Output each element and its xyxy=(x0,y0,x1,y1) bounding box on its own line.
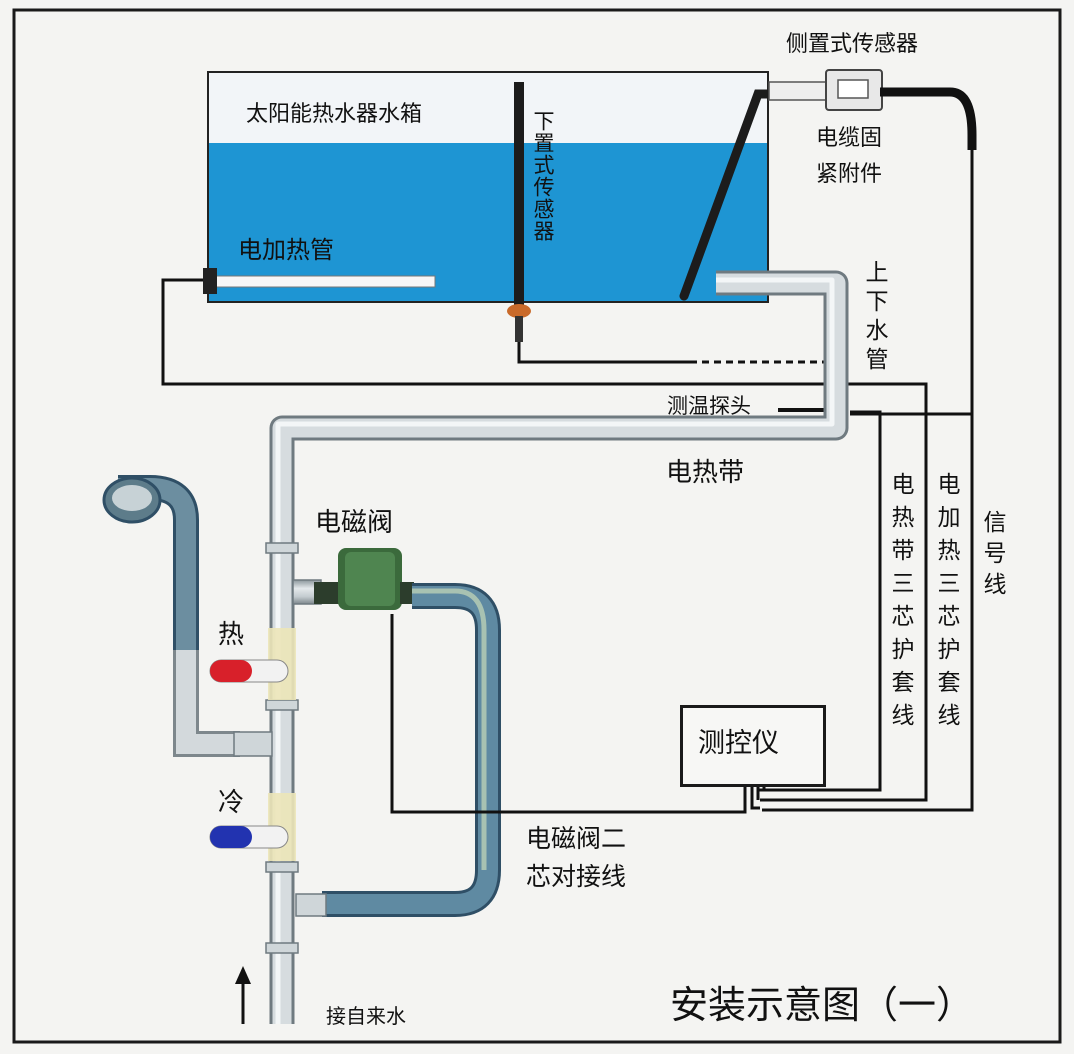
solenoid-valve-label: 电磁阀 xyxy=(315,508,394,538)
heater-tube-label: 电加热管 xyxy=(238,236,334,264)
up-arrow-icon xyxy=(235,966,251,1024)
signal-wire-label: 信号线 xyxy=(979,510,1005,603)
return-pipe xyxy=(295,583,501,917)
lower-sensor-label: 下置式传感器 xyxy=(531,110,555,242)
tank-water xyxy=(209,143,767,301)
tap-water-label: 接自来水 xyxy=(326,1004,406,1028)
temp-probe-wire xyxy=(517,342,690,364)
valve-wire-label-2: 芯对接线 xyxy=(526,862,627,891)
solenoid-valve xyxy=(314,548,414,610)
hot-tap-handle xyxy=(209,659,289,683)
heat-band-label: 电热带 xyxy=(666,458,745,488)
pipe-joints xyxy=(265,542,299,954)
heater-cable-label: 电加热三芯护套线 xyxy=(933,472,959,736)
diagram-title: 安装示意图（一） xyxy=(670,983,975,1027)
main-water-pipe xyxy=(269,270,849,1024)
cold-label: 冷 xyxy=(218,788,245,818)
heater-wire xyxy=(161,278,928,802)
heat-band-wire xyxy=(758,410,882,792)
controller-box xyxy=(680,705,826,787)
side-sensor xyxy=(768,69,883,111)
heater-tube xyxy=(203,268,436,294)
lower-sensor-rod xyxy=(507,82,531,342)
signal-wire-thick xyxy=(880,87,977,150)
heat-band-cable-label: 电热带三芯护套线 xyxy=(887,472,913,736)
outlet-pipe xyxy=(102,475,273,757)
cable-fixture-label-2: 紧附件 xyxy=(816,162,883,187)
tank-label: 太阳能热水器水箱 xyxy=(246,102,423,127)
outer-frame xyxy=(12,8,1062,1044)
water-pipe-label: 上下水管 xyxy=(861,260,887,376)
controller-label: 测控仪 xyxy=(698,728,779,759)
side-sensor-label: 侧置式传感器 xyxy=(786,32,919,57)
water-tank xyxy=(207,71,769,303)
signal-wire xyxy=(762,150,974,812)
cold-tap-handle xyxy=(209,825,289,849)
hot-label: 热 xyxy=(218,620,245,650)
temp-probe-label: 测温探头 xyxy=(667,394,751,418)
valve-wire-label-1: 电磁阀二 xyxy=(526,824,627,853)
cable-fixture-label-1: 电缆固 xyxy=(816,126,883,151)
